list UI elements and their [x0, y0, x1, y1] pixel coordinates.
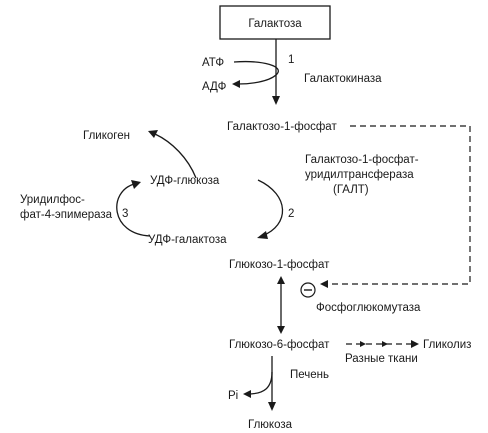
enzyme-galt-line3: (ГАЛТ): [333, 184, 369, 196]
node-udp-glucose: УДФ-глюкоза: [150, 175, 220, 187]
arrowhead-glycolysis-step2: [382, 341, 388, 347]
node-gal1p: Галактозо-1-фосфат: [227, 121, 337, 133]
enzyme-phosphoglucomutase: Фосфоглюкомутаза: [316, 302, 421, 314]
node-glycogen: Гликоген: [83, 130, 130, 142]
arrowhead-up-glc1p: [277, 276, 285, 284]
enzyme-epimerase-line1: Уридилфос-: [20, 194, 85, 206]
arrowhead-pi: [243, 390, 251, 398]
arrow-udpglc-to-glycogen: [154, 133, 197, 179]
arrowhead-glycolysis-step1: [360, 341, 366, 347]
cofactor-atp: АТФ: [202, 57, 224, 69]
label-various-tissues: Разные ткани: [345, 353, 418, 365]
node-glc6p: Глюкозо-6-фосфат: [229, 339, 330, 351]
galactose-box: [219, 5, 331, 40]
arrowhead-gal1p: [272, 96, 280, 105]
node-glycolysis: Гликолиз: [423, 339, 471, 351]
enzyme-galt-line1: Галактозо-1-фосфат-: [305, 154, 419, 166]
arrowhead-udp-galactose: [257, 231, 268, 239]
arc-reaction-2: [257, 179, 284, 237]
step-3-label: 3: [122, 208, 128, 220]
arrowhead-inhibition: [320, 280, 328, 288]
arrowhead-down-glc6p: [277, 326, 285, 334]
arrowhead-adp: [232, 80, 240, 88]
node-glucose: Глюкоза: [248, 419, 293, 431]
dashed-inhibition-line: [326, 125, 471, 285]
arrowhead-glycolysis-end: [411, 340, 419, 348]
node-galactose: Галактоза: [248, 18, 302, 30]
enzyme-galactokinase: Галактокиназа: [304, 73, 382, 85]
cofactor-pi: Pi: [228, 390, 238, 402]
arc-epimerase-cycle: [116, 183, 151, 237]
pi-release-curve: [247, 371, 273, 395]
node-udp-galactose: УДФ-галактоза: [148, 234, 227, 246]
atp-adp-curve: [233, 60, 279, 85]
step-1-label: 1: [288, 54, 294, 66]
enzyme-galt-line2: уридилтрансфераза: [305, 169, 414, 181]
inhibition-circle: [300, 282, 316, 298]
arrowhead-udp-glucose: [131, 180, 141, 189]
arrowhead-glycogen: [148, 130, 158, 138]
cofactor-adp: АДФ: [202, 81, 227, 93]
node-glc1p: Глюкозо-1-фосфат: [229, 259, 330, 271]
label-liver: Печень: [290, 369, 329, 381]
enzyme-epimerase-line2: фат-4-эпимераза: [20, 209, 113, 221]
arrowhead-glucose: [268, 402, 276, 411]
step-2-label: 2: [288, 208, 294, 220]
